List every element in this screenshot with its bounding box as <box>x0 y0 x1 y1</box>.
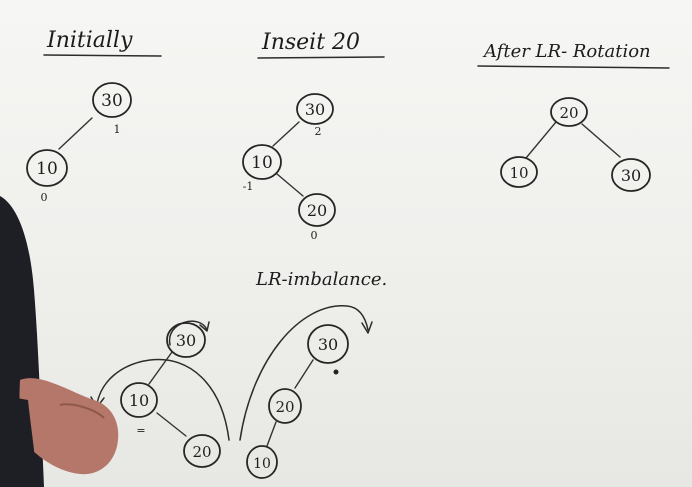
edge-30-10 <box>148 351 173 385</box>
edge-20-10 <box>266 421 277 447</box>
edge-10-20 <box>156 412 187 437</box>
rotation-arrow-right <box>239 305 369 441</box>
node-circle <box>268 388 302 424</box>
node-circle <box>242 144 282 180</box>
edge-30-20 <box>294 359 314 389</box>
node-label: 30 <box>318 335 338 354</box>
balance-factor: 0 <box>311 229 318 242</box>
heading-after-rotation: After LR- Rotation <box>482 41 651 62</box>
node-label: 20 <box>275 398 294 416</box>
node-label: 20 <box>559 104 578 122</box>
edge-30-10 <box>272 121 300 147</box>
node-label: 10 <box>253 456 271 472</box>
node-circle <box>166 322 206 358</box>
node-label: 20 <box>307 201 327 220</box>
node-circle <box>183 434 221 468</box>
node-circle <box>550 97 588 127</box>
presenter-hand <box>19 378 119 475</box>
edge-20-30 <box>581 123 621 158</box>
heading-initially: Initially <box>46 28 133 53</box>
node-label: 30 <box>101 91 123 111</box>
heading-initially-underline <box>43 54 162 57</box>
balance-factor: 1 <box>114 123 121 136</box>
node-label: 10 <box>251 153 273 173</box>
edge-30-10 <box>58 117 93 150</box>
tree-insert-20: 30 2 10 -1 20 0 <box>242 93 336 242</box>
node-circle <box>246 445 278 479</box>
arrowhead <box>361 321 373 334</box>
pen-mark <box>333 369 339 375</box>
presenter-finger <box>59 403 105 419</box>
node-circle <box>92 82 132 118</box>
balance-factor: 2 <box>315 125 322 138</box>
node-label: 20 <box>192 443 211 461</box>
tree-lr-intermediate: 30 20 10 <box>239 305 373 479</box>
heading-insert-underline <box>257 56 385 59</box>
node-circle <box>26 149 68 187</box>
node-label: 30 <box>621 166 641 185</box>
rotation-arrow-long <box>96 358 230 441</box>
node-label: 10 <box>129 391 149 410</box>
heading-after-underline <box>477 65 670 69</box>
heading-lr-imbalance: LR-imbalance. <box>255 269 387 290</box>
balance-factor: 0 <box>41 191 48 204</box>
node-circle <box>500 156 538 188</box>
edge-10-20 <box>276 173 304 197</box>
heading-insert: Inseit 20 <box>261 30 360 55</box>
tree-initially: 30 1 10 0 <box>26 82 132 204</box>
tree-after-rotation: 20 10 30 <box>500 97 651 192</box>
presenter-cuff <box>0 395 44 487</box>
balance-factor: -1 <box>243 180 254 193</box>
node-circle <box>611 158 651 192</box>
annotation-mark: = <box>136 424 145 437</box>
arrowhead <box>199 321 210 332</box>
edge-20-10 <box>525 121 557 159</box>
node-circle <box>120 382 158 418</box>
node-label: 10 <box>509 164 528 182</box>
presenter <box>0 196 119 487</box>
node-circle <box>296 93 334 125</box>
node-circle <box>307 324 349 364</box>
node-circle <box>298 193 336 227</box>
node-label: 30 <box>176 331 196 350</box>
node-label: 30 <box>305 100 325 119</box>
node-label: 10 <box>36 159 58 179</box>
